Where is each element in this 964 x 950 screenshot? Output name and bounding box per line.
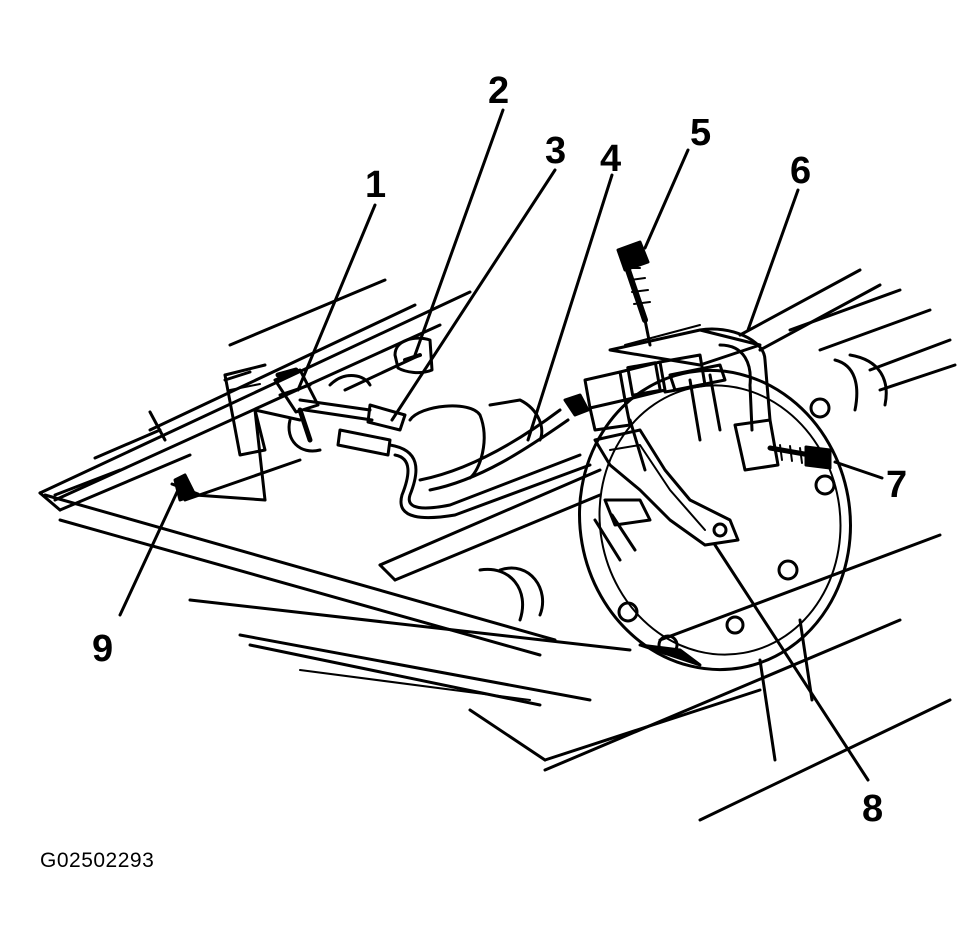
callout-2: 2 [488,70,510,112]
leader-7 [835,462,882,478]
right-frame-rail [740,270,955,390]
axle-tube [330,355,600,620]
frame-rails [40,280,470,510]
callout-1: 1 [365,164,387,206]
lower-rails [45,495,950,820]
callout-4: 4 [600,138,622,180]
bolt-5 [618,242,650,345]
callout-5: 5 [690,112,712,154]
leader-8 [715,545,868,780]
junction-block [585,325,778,470]
leader-5 [645,150,688,248]
brake-line-bracket [195,365,300,500]
brake-hose [300,395,590,518]
differential-housing [556,349,886,691]
leader-2 [415,110,503,355]
clip-1 [275,370,320,451]
callout-9: 9 [92,628,114,670]
figure-code: G02502293 [40,849,155,872]
fitting-9 [172,475,198,500]
leader-1 [298,205,375,390]
leader-lines [120,110,882,780]
callout-8: 8 [862,788,884,830]
bracket-8 [595,420,738,560]
bolt-7 [770,445,830,468]
callout-6: 6 [790,150,812,192]
clip-2 [395,338,432,372]
callout-7: 7 [886,464,908,506]
leader-4 [528,175,612,440]
callout-3: 3 [545,130,567,172]
leader-3 [392,170,555,420]
leader-9 [120,490,178,615]
leader-6 [748,190,798,330]
